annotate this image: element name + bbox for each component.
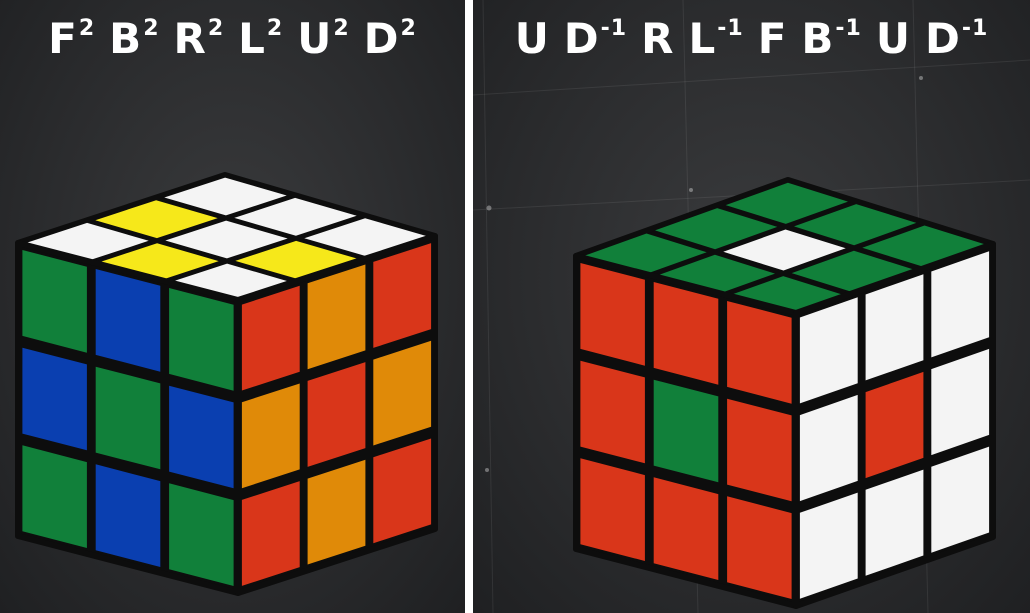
move-exponent: -1 bbox=[717, 16, 744, 41]
right-sticker-red bbox=[865, 371, 924, 479]
right-sticker-red bbox=[373, 438, 432, 544]
front-sticker-blue bbox=[95, 464, 161, 567]
move-exponent: -1 bbox=[600, 16, 628, 41]
move-exponent: 2 bbox=[78, 16, 96, 41]
right-sticker-orange bbox=[307, 264, 366, 370]
move-exponent: 2 bbox=[143, 16, 160, 41]
cube-illustration-right bbox=[473, 0, 1030, 613]
front-sticker-green bbox=[22, 250, 87, 353]
front-sticker-red bbox=[727, 398, 792, 502]
right-sticker-white bbox=[865, 469, 924, 576]
move-u-double: U2 bbox=[297, 14, 349, 63]
front-sticker-red bbox=[580, 458, 645, 561]
top-sticker-green bbox=[725, 182, 848, 224]
rubiks-cube-left bbox=[15, 172, 438, 596]
front-sticker-green bbox=[169, 483, 234, 586]
move-d-double: D2 bbox=[364, 14, 417, 63]
right-sticker-orange bbox=[373, 340, 432, 446]
move-l-inverse: L-1 bbox=[688, 14, 743, 63]
move-l-double: L2 bbox=[238, 14, 283, 63]
right-sticker-white bbox=[931, 446, 990, 553]
top-sticker-white bbox=[723, 229, 846, 271]
right-sticker-red bbox=[241, 481, 300, 586]
move-face-letter: D bbox=[363, 14, 400, 63]
right-sticker-white bbox=[931, 251, 990, 358]
cube-illustration-left bbox=[15, 172, 438, 596]
move-exponent: 2 bbox=[333, 16, 350, 41]
move-face-letter: D bbox=[563, 14, 600, 63]
move-face-letter: F bbox=[48, 14, 78, 63]
move-f: F bbox=[758, 14, 788, 63]
move-exponent: -1 bbox=[835, 16, 862, 41]
move-b-double: B2 bbox=[109, 14, 159, 63]
front-sticker-blue bbox=[169, 385, 234, 489]
front-sticker-green bbox=[22, 445, 87, 548]
top-sticker-green bbox=[791, 250, 914, 292]
move-face-letter: U bbox=[297, 14, 333, 63]
right-sticker-orange bbox=[241, 383, 300, 489]
front-sticker-green bbox=[169, 288, 234, 391]
top-sticker-white bbox=[304, 218, 427, 257]
right-sticker-white bbox=[799, 394, 858, 502]
move-exponent: 2 bbox=[266, 16, 284, 41]
top-sticker-white bbox=[165, 220, 288, 259]
top-sticker-green bbox=[794, 204, 917, 246]
move-r: R bbox=[641, 14, 674, 63]
top-sticker-yellow bbox=[95, 200, 218, 239]
front-sticker-red bbox=[727, 301, 792, 404]
move-face-letter: L bbox=[238, 14, 266, 63]
front-sticker-red bbox=[580, 263, 645, 366]
move-face-letter: B bbox=[109, 14, 143, 63]
right-sticker-red bbox=[373, 243, 432, 348]
move-exponent: 2 bbox=[207, 16, 225, 41]
front-sticker-green bbox=[653, 379, 719, 483]
panel-divider bbox=[465, 0, 473, 613]
move-exponent: -1 bbox=[961, 16, 989, 41]
front-sticker-red bbox=[653, 477, 719, 580]
front-sticker-blue bbox=[95, 269, 161, 372]
front-sticker-red bbox=[727, 496, 792, 599]
move-face-letter: U bbox=[514, 14, 550, 63]
move-face-letter: D bbox=[924, 14, 961, 63]
right-sticker-white bbox=[799, 492, 858, 599]
move-d-inverse: D-1 bbox=[925, 14, 988, 63]
move-face-letter: R bbox=[641, 14, 675, 63]
move-u: U bbox=[515, 14, 550, 63]
move-face-letter: B bbox=[801, 14, 835, 63]
move-face-letter: F bbox=[757, 14, 788, 63]
move-face-letter: R bbox=[173, 14, 207, 63]
right-sticker-white bbox=[931, 348, 990, 456]
top-sticker-green bbox=[655, 208, 778, 250]
right-sticker-red bbox=[241, 285, 300, 391]
right-sticker-orange bbox=[307, 459, 366, 565]
top-sticker-green bbox=[862, 225, 985, 267]
rubiks-cube-right bbox=[573, 177, 996, 609]
move-f-double: F2 bbox=[48, 14, 95, 63]
move-u: U bbox=[876, 14, 911, 63]
move-d-inverse: D-1 bbox=[564, 14, 627, 63]
move-r-double: R2 bbox=[174, 14, 225, 63]
front-sticker-green bbox=[95, 366, 161, 470]
top-sticker-yellow bbox=[235, 240, 358, 279]
move-b-inverse: B-1 bbox=[801, 14, 861, 63]
top-sticker-white bbox=[234, 197, 357, 236]
move-exponent: 2 bbox=[400, 16, 417, 41]
front-sticker-red bbox=[580, 360, 645, 464]
right-sticker-red bbox=[307, 362, 366, 467]
right-sticker-white bbox=[865, 274, 924, 381]
right-sticker-white bbox=[799, 297, 858, 404]
front-sticker-blue bbox=[22, 347, 87, 451]
front-sticker-red bbox=[653, 282, 719, 385]
top-sticker-white bbox=[164, 177, 287, 216]
move-face-letter: L bbox=[688, 14, 717, 63]
move-face-letter: U bbox=[875, 14, 911, 63]
